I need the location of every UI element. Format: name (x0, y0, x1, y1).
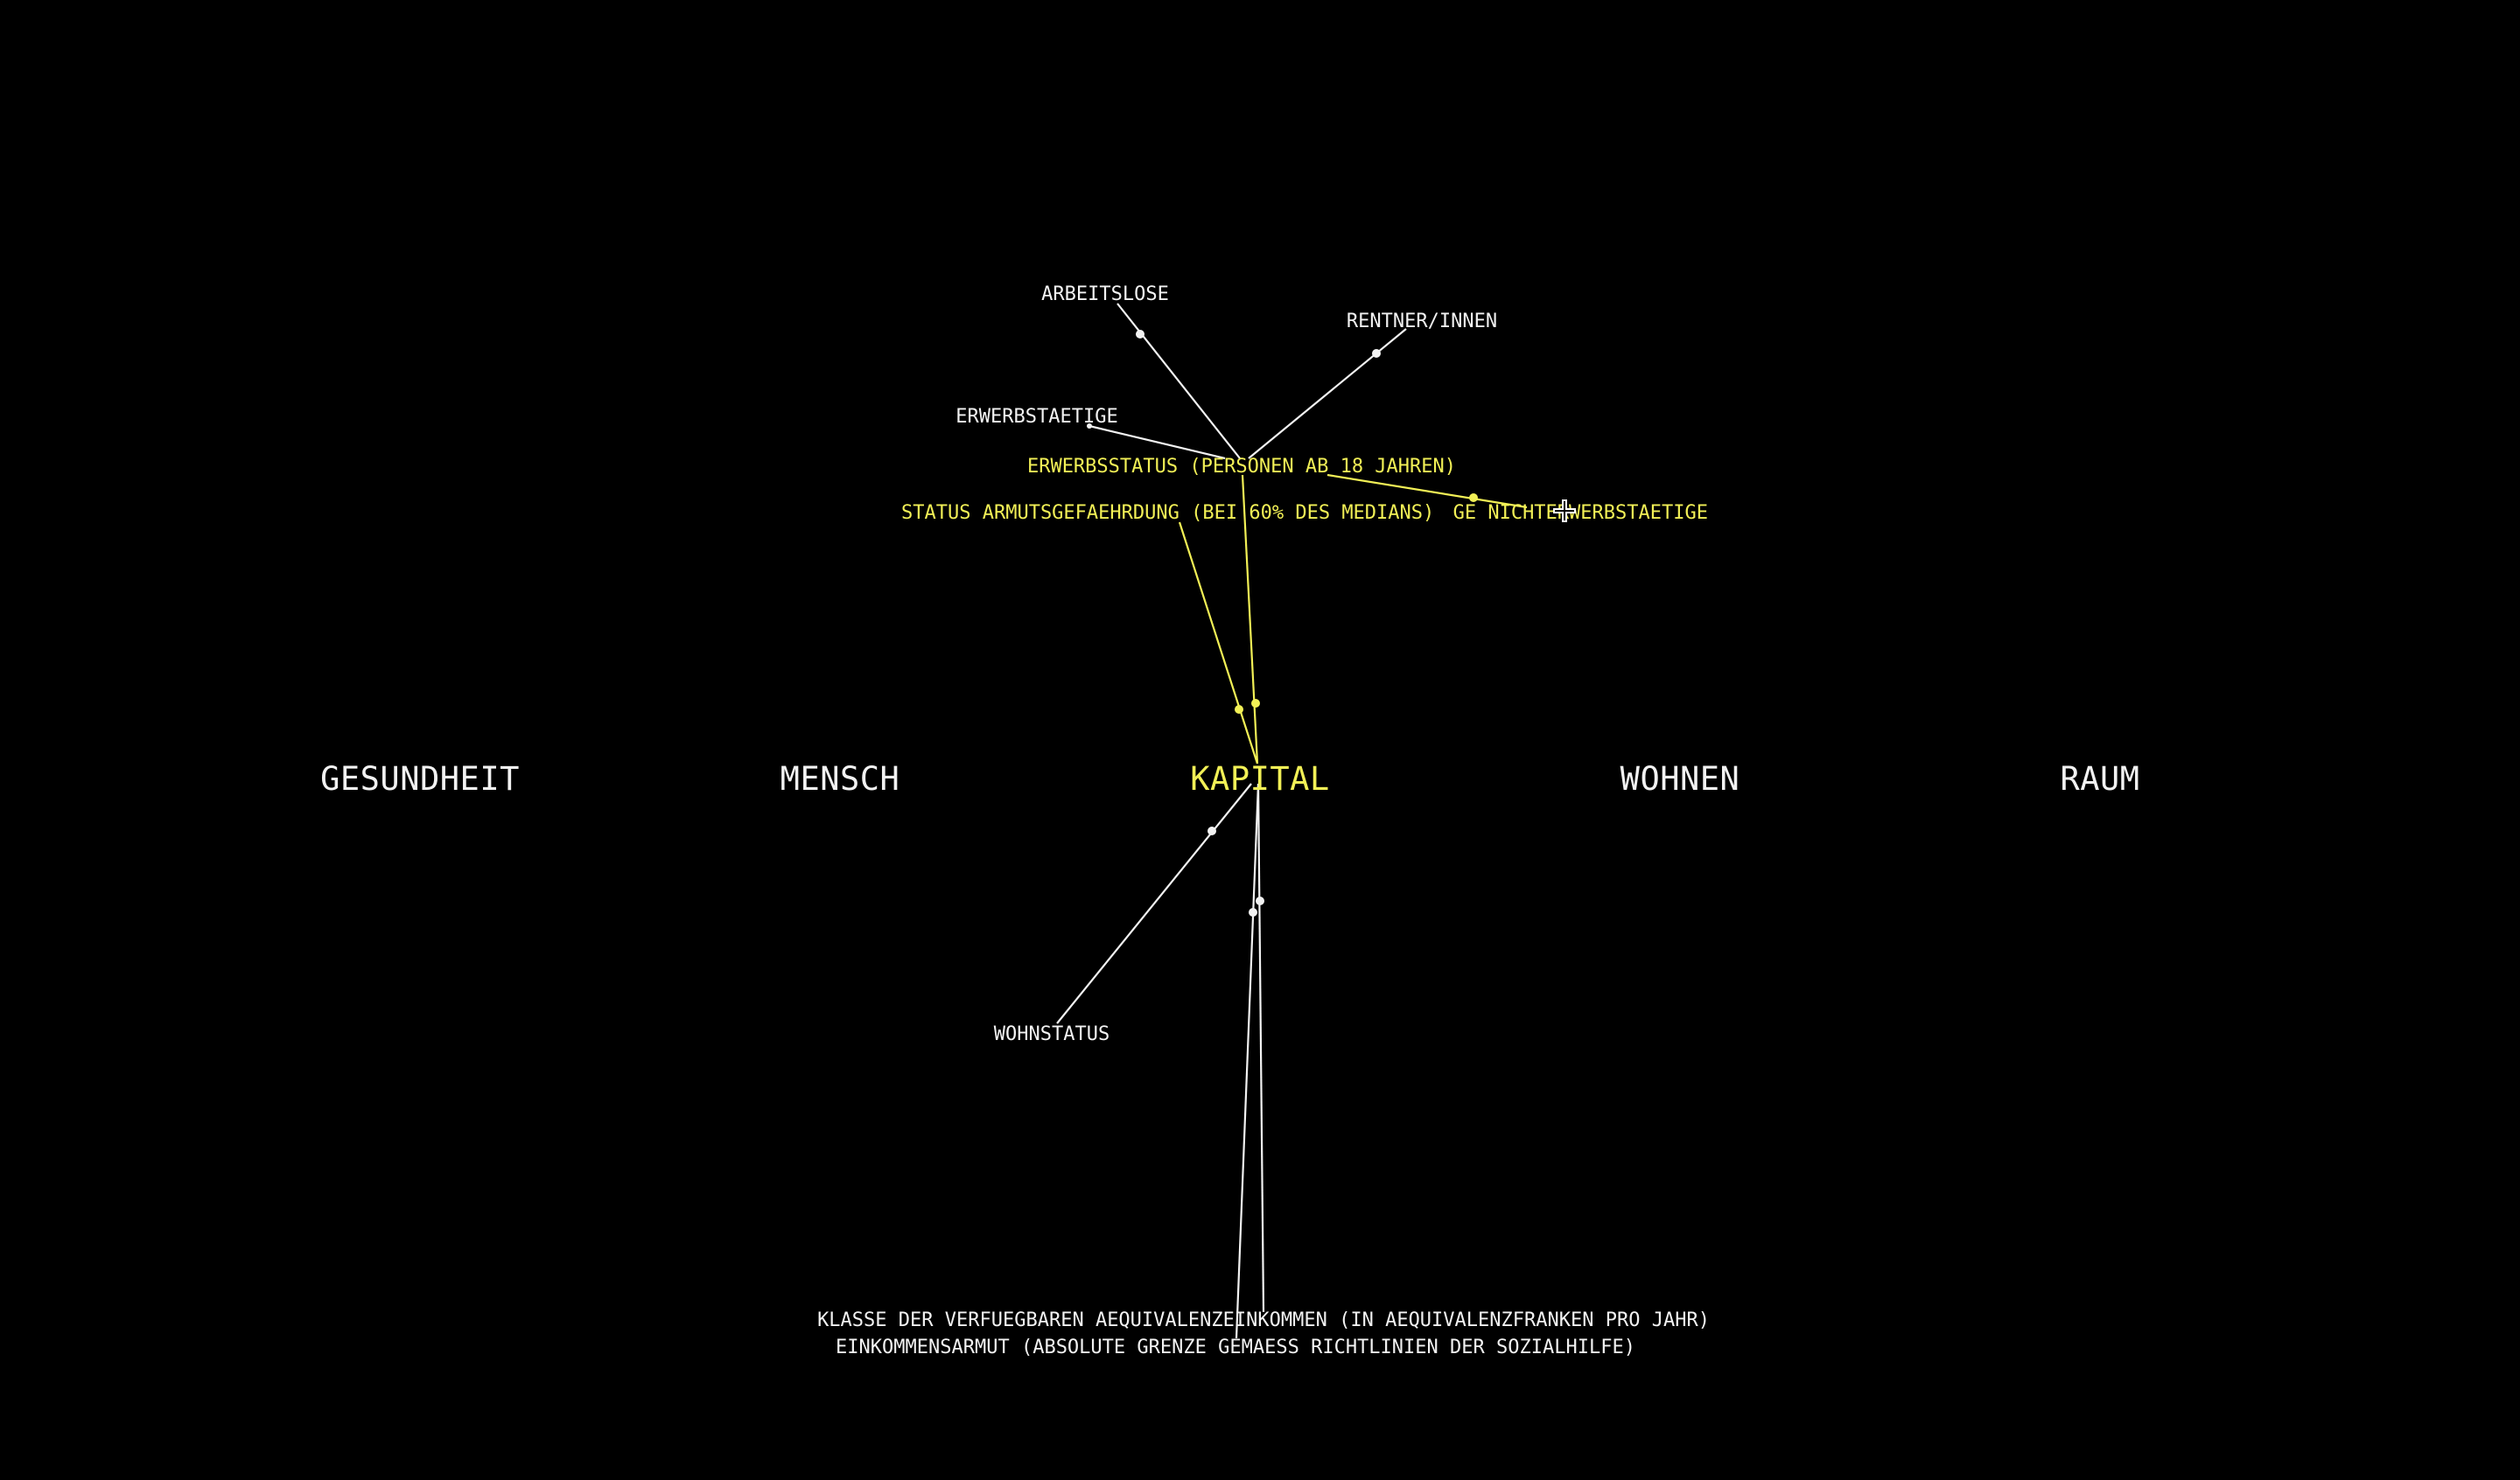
category-raum[interactable]: RAUM (2060, 760, 2139, 798)
edge-erwerbsstatus-rentner (1248, 328, 1407, 459)
node-klasse-aequivalenzeinkommen[interactable]: KLASSE DER VERFUEGBAREN AEQUIVALENZEINKO… (817, 1309, 1710, 1331)
edge-erwerbsstatus-arbeitslose (1116, 303, 1241, 459)
edge-kapital-erwerbsstatus (1241, 474, 1259, 764)
edges (1056, 303, 1528, 1339)
dot-erwerbstaetige (1087, 423, 1092, 429)
dot-klasse (1256, 897, 1264, 905)
node-nichterwerbstaetige[interactable]: GE NICHTERWERBSTAETIGE (1453, 502, 1708, 524)
edge-erwerbsstatus-nichterwerbstaetige (1326, 473, 1528, 509)
edge-kapital-einkommensarmut (1235, 783, 1260, 1339)
category-mensch[interactable]: MENSCH (780, 760, 900, 798)
dot-einkommensarmut (1249, 908, 1257, 917)
category-wohnen[interactable]: WOHNEN (1620, 760, 1740, 798)
node-rentner-innen[interactable]: RENTNER/INNEN (1347, 311, 1497, 332)
dot-wohnstatus (1208, 827, 1216, 835)
dot-rentner (1372, 349, 1381, 358)
node-arbeitslose[interactable]: ARBEITSLOSE (1041, 283, 1169, 305)
dot-erwerbsstatus (1251, 699, 1260, 708)
dot-armutsgefaehrdung (1235, 705, 1243, 714)
node-labels: ARBEITSLOSE RENTNER/INNEN ERWERBSTAETIGE… (817, 283, 1710, 1358)
edge-erwerbsstatus-erwerbstaetige (1088, 424, 1226, 460)
category-kapital[interactable]: KAPITAL (1190, 760, 1329, 798)
node-wohnstatus[interactable]: WOHNSTATUS (994, 1023, 1110, 1045)
node-einkommensarmut[interactable]: EINKOMMENSARMUT (ABSOLUTE GRENZE GEMAESS… (836, 1337, 1635, 1358)
crosshair-move-icon (1553, 499, 1576, 522)
edge-dots (1087, 330, 1478, 917)
edge-kapital-armutsgefaehrdung (1178, 521, 1259, 764)
node-status-armutsgefaehrdung[interactable]: STATUS ARMUTSGEFAEHRDUNG (BEI 60% DES ME… (901, 502, 1434, 524)
node-erwerbsstatus[interactable]: ERWERBSSTATUS (PERSONEN AB 18 JAHREN) (1027, 456, 1456, 478)
dot-arbeitslose (1136, 330, 1144, 339)
edge-kapital-klasse (1256, 783, 1265, 1313)
node-erwerbstaetige[interactable]: ERWERBSTAETIGE (956, 406, 1117, 428)
edge-kapital-wohnstatus (1056, 783, 1252, 1024)
category-gesundheit[interactable]: GESUNDHEIT (320, 760, 520, 798)
category-nav: GESUNDHEIT MENSCH KAPITAL WOHNEN RAUM (320, 760, 2139, 798)
dot-nichterwerbstaetige (1469, 493, 1478, 502)
